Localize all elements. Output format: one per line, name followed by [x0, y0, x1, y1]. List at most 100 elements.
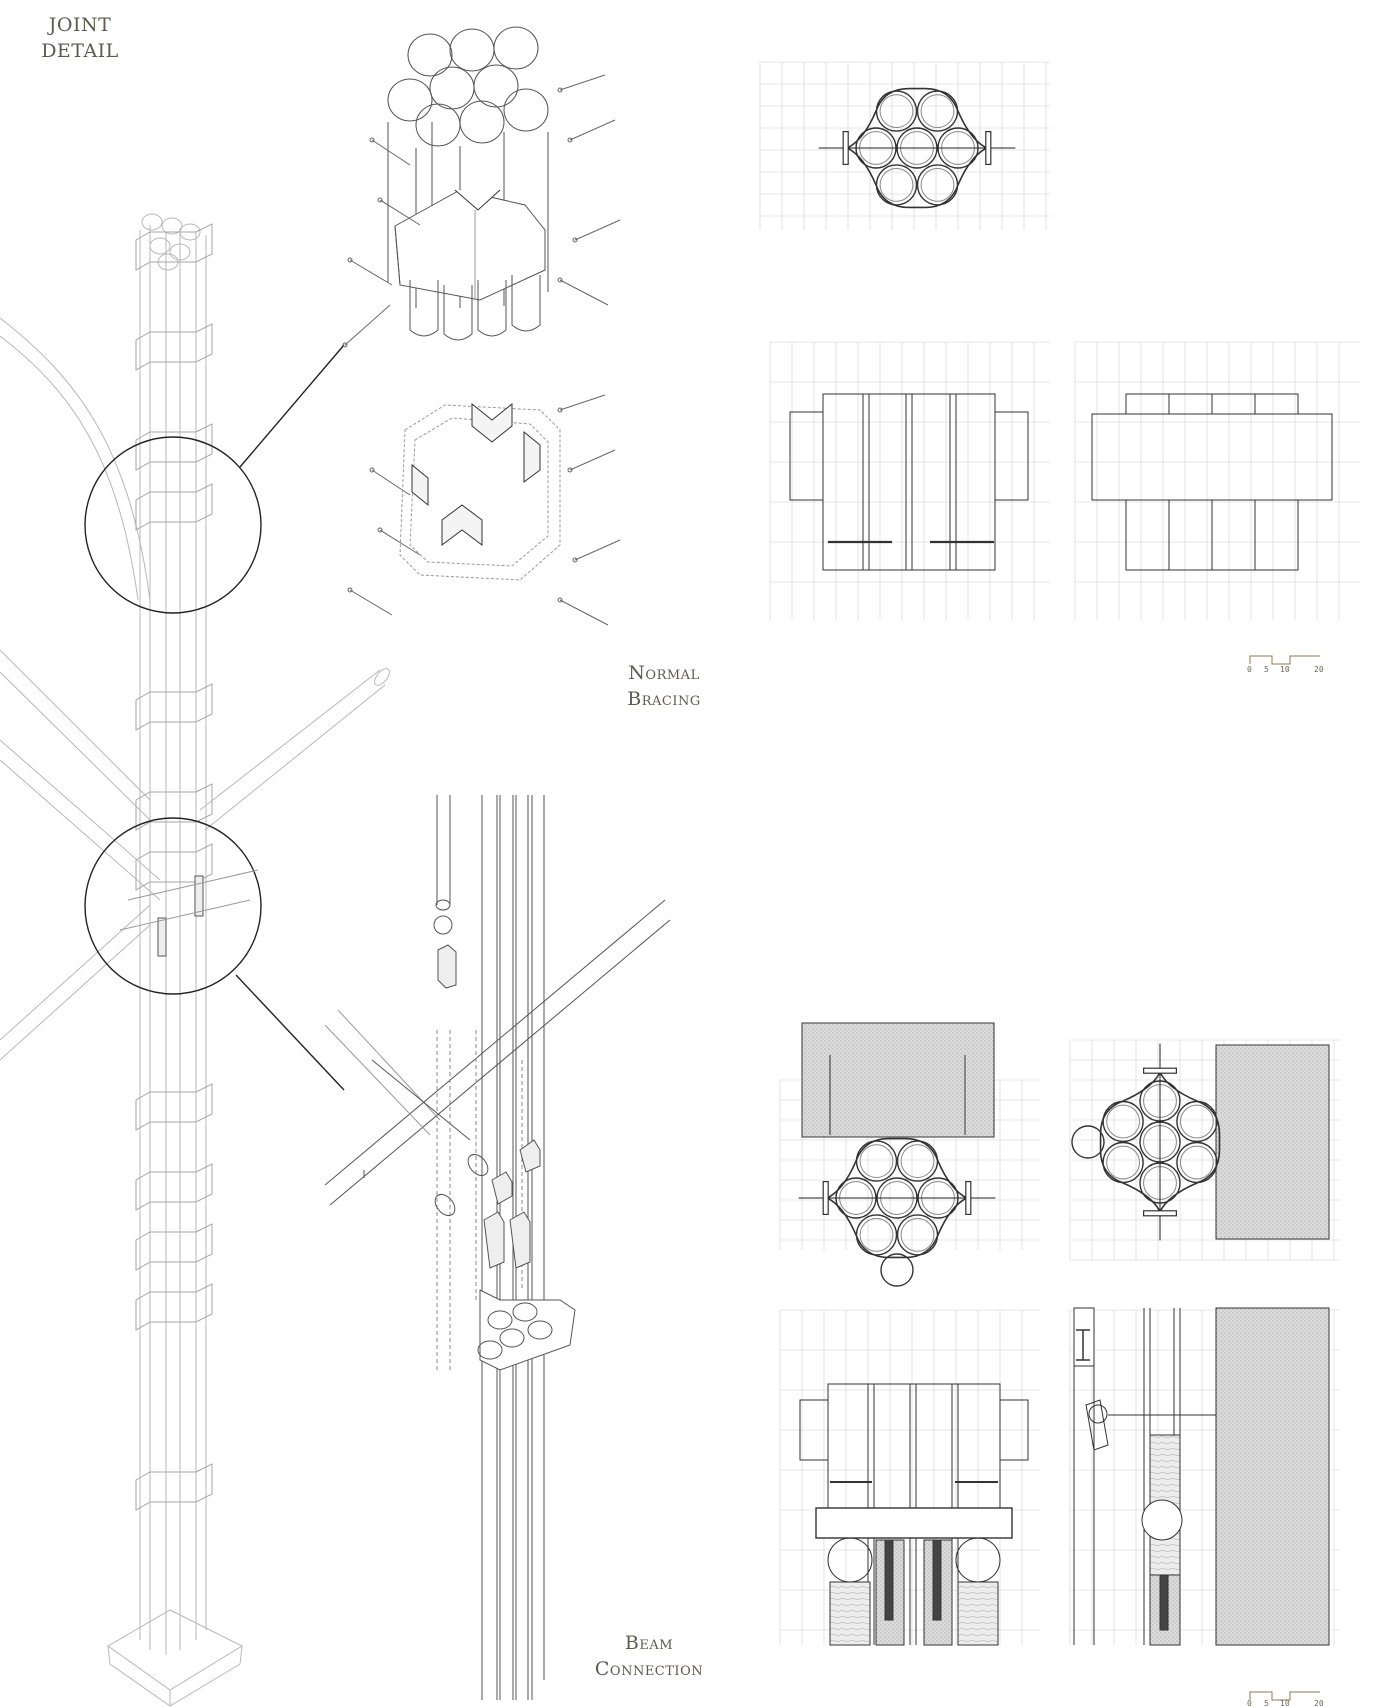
exploded-bracket-plates: [399, 402, 561, 581]
elevation-beam-side: [1073, 1307, 1330, 1646]
column-clamp: [135, 423, 213, 471]
tube-end: [449, 28, 495, 72]
normal-bracing-title-line-1: Normal: [628, 662, 700, 684]
tube-circle: [1102, 1100, 1144, 1143]
normal-bracing-title-line-2: Bracing: [627, 688, 701, 710]
main-column: [0, 213, 390, 1707]
tube-bundle: [1099, 1043, 1221, 1241]
bolt-head: [557, 87, 563, 93]
tube-inner: [879, 168, 914, 202]
tube-inner: [900, 1144, 935, 1178]
scale-top-label-20: 20: [1314, 665, 1324, 674]
tube-end: [473, 64, 519, 108]
column-clamp: [135, 483, 213, 531]
tube-end: [503, 88, 549, 132]
tube-circle: [1102, 1141, 1144, 1184]
exploded-axon-bundle: [387, 26, 549, 341]
callout-circle-beam: [84, 817, 262, 995]
bolt: [569, 119, 616, 141]
column-clamp: [135, 1463, 213, 1511]
bolt: [559, 279, 609, 306]
elevation-beam-front: [799, 1383, 1029, 1646]
bolt-head: [557, 277, 563, 283]
callout-leader-beam: [235, 974, 345, 1091]
bolt-head: [557, 597, 563, 603]
column-clamp: [135, 223, 213, 271]
tube-circle: [875, 90, 918, 132]
bolt-head: [572, 237, 578, 243]
column-clamp: [135, 1163, 213, 1211]
tube-end: [415, 103, 461, 147]
scale-bottom-label-0: 0: [1247, 1699, 1252, 1707]
bolt: [574, 539, 621, 561]
bolt: [569, 449, 616, 471]
tube-circle: [1176, 1141, 1218, 1184]
tube-circle: [896, 1140, 939, 1182]
tube-end: [493, 26, 539, 70]
joint-detail-title-line-2: DETAIL: [41, 40, 119, 62]
bolt-head: [369, 137, 375, 143]
scale-bar-bottom: 0 5 10 20: [1247, 1691, 1324, 1707]
bracket-fin: [1143, 1210, 1177, 1217]
bolt-head: [557, 407, 563, 413]
bolt-head: [342, 342, 348, 348]
tube-bundle: [818, 87, 1016, 209]
bolt: [559, 599, 609, 626]
elevation-side: [1091, 393, 1333, 571]
bolt: [371, 469, 411, 496]
column-clamp: [135, 1283, 213, 1331]
tube-inner: [900, 1218, 935, 1252]
bolt-head: [567, 137, 573, 143]
plan-grid-top: [759, 61, 1050, 230]
tube-inner: [1106, 1145, 1140, 1180]
plan-beam-left: [801, 1022, 995, 1138]
joint-detail-title: JOINT DETAIL: [38, 12, 122, 64]
bolt: [379, 529, 421, 556]
column-clamp: [135, 783, 213, 831]
bolt-head: [572, 557, 578, 563]
bolt-head: [347, 257, 353, 263]
bolt: [559, 74, 606, 91]
bracket-fin: [842, 131, 849, 165]
tube-circle: [855, 1140, 898, 1182]
scale-top-label-10: 10: [1280, 665, 1290, 674]
bracket-fin: [965, 1181, 972, 1215]
scale-bottom-label-5: 5: [1264, 1699, 1269, 1707]
tube-circle: [855, 1214, 898, 1256]
tube-end: [407, 33, 453, 77]
beam-tube-circle: [1071, 1125, 1105, 1159]
bolt: [574, 219, 621, 241]
elevation-front: [789, 393, 1029, 571]
exploded-bolts: [342, 74, 621, 626]
bolt: [349, 589, 393, 616]
tube-inner: [859, 1144, 894, 1178]
tube-bundle: [798, 1137, 996, 1259]
scale-bar-top: 0 5 10 20: [1247, 655, 1324, 674]
tube-circle: [916, 164, 959, 206]
bolt: [379, 199, 421, 226]
normal-bracing-title: Normal Bracing: [622, 660, 706, 712]
bracket-fin: [985, 131, 992, 165]
scale-bottom-label-20: 20: [1314, 1699, 1324, 1707]
bolt-head: [347, 587, 353, 593]
scale-top-label-5: 5: [1264, 665, 1269, 674]
tube-end: [429, 66, 475, 110]
tube-inner: [1106, 1104, 1140, 1139]
scale-bottom-label-10: 10: [1280, 1699, 1290, 1707]
tube-inner: [879, 94, 914, 128]
plan-tube-bundle-top: [818, 87, 1016, 209]
column-clamp: [135, 683, 213, 731]
bolt-head: [377, 197, 383, 203]
bolt-head: [377, 527, 383, 533]
scale-top-label-0: 0: [1247, 665, 1252, 674]
joint-detail-title-line-1: JOINT: [48, 14, 112, 36]
plan-tube-bundle-bottom-left: [798, 1137, 996, 1287]
bolt: [349, 259, 393, 286]
tube-circle: [1176, 1100, 1218, 1143]
bolt: [371, 139, 411, 166]
tube-inner: [920, 94, 955, 128]
elevation-grids-middle: [769, 341, 1360, 620]
column-clamp: [135, 1223, 213, 1271]
bolt: [344, 304, 391, 346]
